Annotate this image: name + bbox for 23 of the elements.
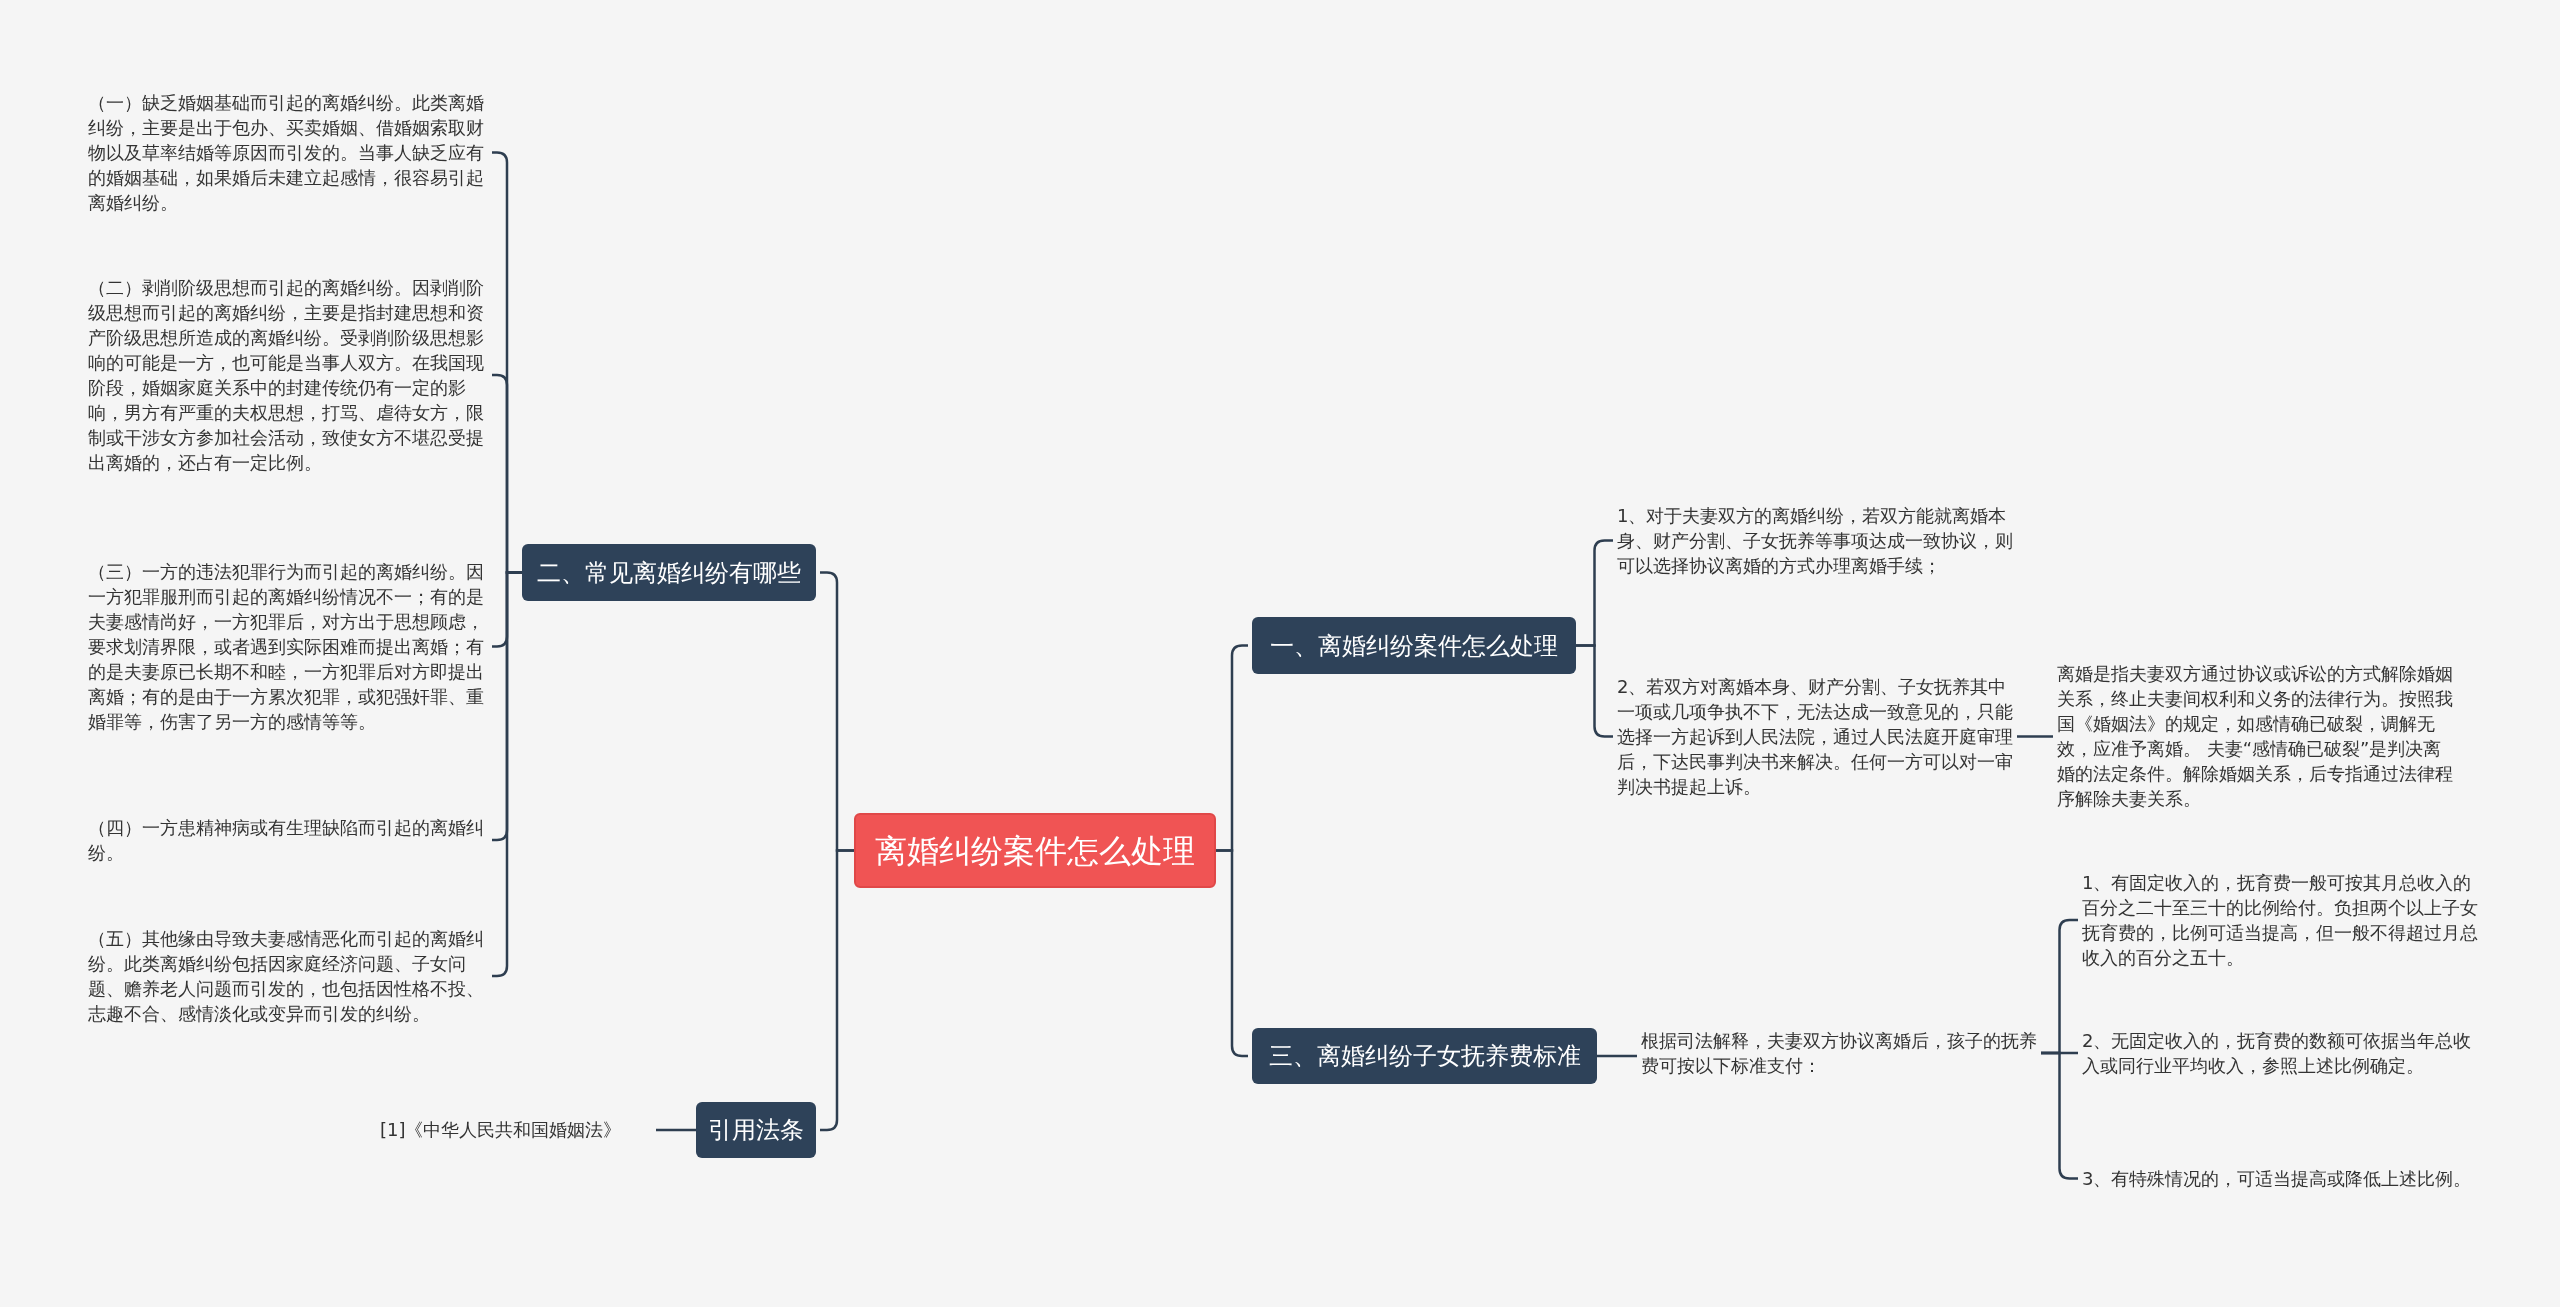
topic-text: 1、对于夫妻双方的离婚纠纷，若双方能就离婚本身、财产分割、子女抚养等事项达成一致协议，则可以选择协议离婚的方式办理离婚手续；: [1617, 503, 2017, 578]
topic-text: （四）一方患精神病或有生理缺陷而引起的离婚纠纷。: [88, 815, 488, 865]
topic-box: 一、离婚纠纷案件怎么处理: [1252, 617, 1576, 674]
topic-text: 离婚是指夫妻双方通过协议或诉讼的方式解除婚姻关系，终止夫妻间权利和义务的法律行为。按照我国《婚姻法》的规定，如感情确已破裂，调解无效，应准予离婚。 夫妻“感情确已破裂”是判决离婚的法定条件。解除婚姻关系，后专指通过法律程序解除夫妻关系。: [2057, 661, 2457, 811]
topic-box: 引用法条: [696, 1102, 816, 1158]
topic-box: 三、离婚纠纷子女抚养费标准: [1252, 1028, 1597, 1084]
topic-text: 1、有固定收入的，抚育费一般可按其月总收入的百分之二十至三十的比例给付。负担两个以上子女抚育费的，比例可适当提高，但一般不得超过月总收入的百分之五十。: [2082, 870, 2482, 970]
topic-text: [1]《中华人民共和国婚姻法》: [380, 1117, 652, 1142]
topic-box: 二、常见离婚纠纷有哪些: [522, 544, 816, 601]
topic-text: （五）其他缘由导致夫妻感情恶化而引起的离婚纠纷。此类离婚纠纷包括因家庭经济问题、子女问题、赡养老人问题而引发的，也包括因性格不投、志趣不合、感情淡化或变异而引发的纠纷。: [88, 926, 488, 1026]
topic-text: 3、有特殊情况的，可适当提高或降低上述比例。: [2082, 1166, 2482, 1191]
topic-text: 根据司法解释，夫妻双方协议离婚后，孩子的抚养费可按以下标准支付：: [1641, 1028, 2041, 1078]
connector-line: [656, 1128, 696, 1132]
topic-text: 2、无固定收入的，抚育费的数额可依据当年总收入或同行业平均收入，参照上述比例确定。: [2082, 1028, 2482, 1078]
topic-text: （一）缺乏婚姻基础而引起的离婚纠纷。此类离婚纠纷，主要是出于包办、买卖婚姻、借婚姻索取财物以及草率结婚等原因而引发的。当事人缺乏应有的婚姻基础，如果婚后未建立起感情，很容易引起离婚纠纷。: [88, 90, 488, 215]
topic-text: （二）剥削阶级思想而引起的离婚纠纷。因剥削阶级思想而引起的离婚纠纷，主要是指封建思想和资产阶级思想所造成的离婚纠纷。受剥削阶级思想影响的可能是一方，也可能是当事人双方。在我国现阶段，婚姻家庭关系中的封建传统仍有一定的影响，男方有严重的夫权思想，打骂、虐待女方，限制或干涉女方参加社会活动，致使女方不堪忍受提出离婚的，还占有一定比例。: [88, 275, 488, 475]
topic-text: （三）一方的违法犯罪行为而引起的离婚纠纷。因一方犯罪服刑而引起的离婚纠纷情况不一；有的是夫妻感情尚好，一方犯罪后，对方出于思想顾虑，要求划清界限，或者遇到实际困难而提出离婚；有的是夫妻原已长期不和睦，一方犯罪后对方即提出离婚；有的是由于一方累次犯罪，或犯强奸罪、重婚罪等，伤害了另一方的感情等等。: [88, 559, 488, 734]
connector-line: [492, 571, 522, 978]
topic-text: 2、若双方对离婚本身、财产分割、子女抚养其中一项或几项争执不下，无法达成一致意见的，只能选择一方起诉到人民法院，通过人民法庭开庭审理后，下达民事判决书来解决。任何一方可以对一审判决书提起上诉。: [1617, 674, 2017, 799]
connector-line: [2017, 735, 2053, 738]
central-topic: 离婚纠纷案件怎么处理: [854, 813, 1216, 888]
connector-line: [1216, 849, 1248, 1058]
connector-line: [1597, 1054, 1637, 1058]
